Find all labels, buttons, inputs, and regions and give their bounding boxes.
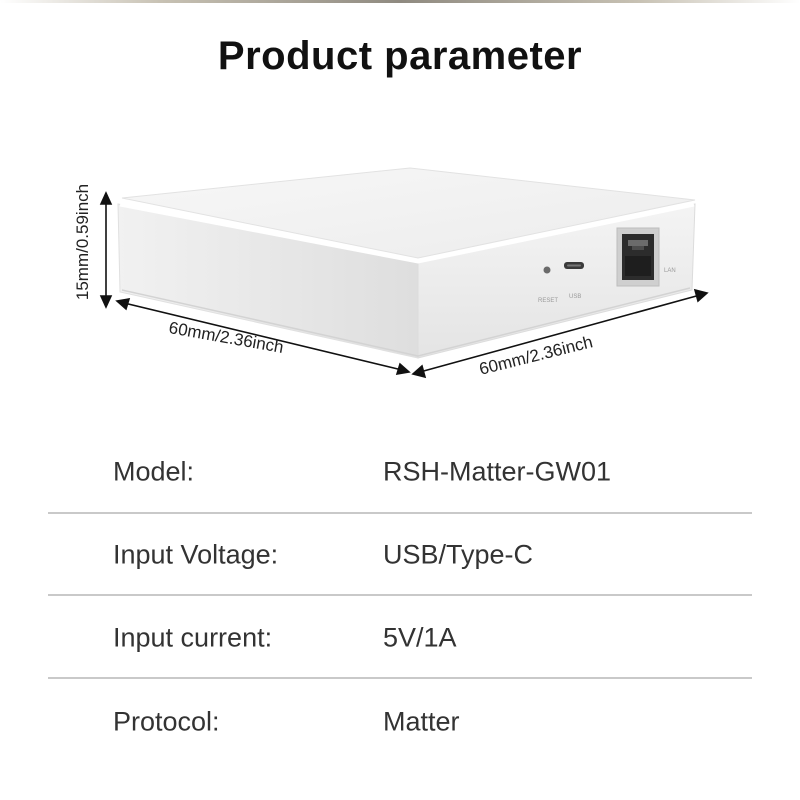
- spec-label: Input current:: [113, 622, 273, 652]
- spec-label: Protocol:: [113, 706, 220, 736]
- spec-value: 5V/1A: [383, 622, 457, 652]
- height-dimension-label: 15mm/0.59inch: [73, 183, 93, 301]
- ethernet-port-icon: [616, 227, 660, 287]
- gateway-device: RESET USB LAN: [117, 167, 696, 359]
- spec-label: Input Voltage:: [113, 539, 279, 569]
- spec-label: Model:: [113, 456, 195, 486]
- row-divider: [48, 677, 752, 679]
- row-divider: [48, 594, 752, 596]
- row-divider: [48, 512, 752, 514]
- top-decorative-rule: [0, 0, 800, 3]
- spec-row-input-voltage: Input Voltage: USB/Type-C: [0, 513, 800, 596]
- lan-port-label: LAN: [664, 268, 676, 274]
- width-right-dimension-arrow: [411, 288, 709, 379]
- spec-row-protocol: Protocol: Matter: [0, 680, 800, 763]
- width-left-dimension-arrow: [115, 297, 411, 376]
- spec-row-input-current: Input current: 5V/1A: [0, 596, 800, 679]
- page-title: Product parameter: [217, 34, 583, 78]
- reset-port-label: RESET: [538, 298, 558, 304]
- spec-value: RSH-Matter-GW01: [383, 456, 612, 486]
- product-illustration: RESET USB LAN: [99, 167, 709, 379]
- spec-row-model: Model: RSH-Matter-GW01: [0, 430, 800, 513]
- spec-value: Matter: [383, 706, 460, 736]
- usb-port-label: USB: [569, 294, 581, 300]
- reset-hole-icon: [543, 266, 551, 274]
- spec-value: USB/Type-C: [383, 539, 534, 569]
- usb-port-icon: [564, 262, 584, 269]
- height-dimension-arrow: [99, 191, 113, 309]
